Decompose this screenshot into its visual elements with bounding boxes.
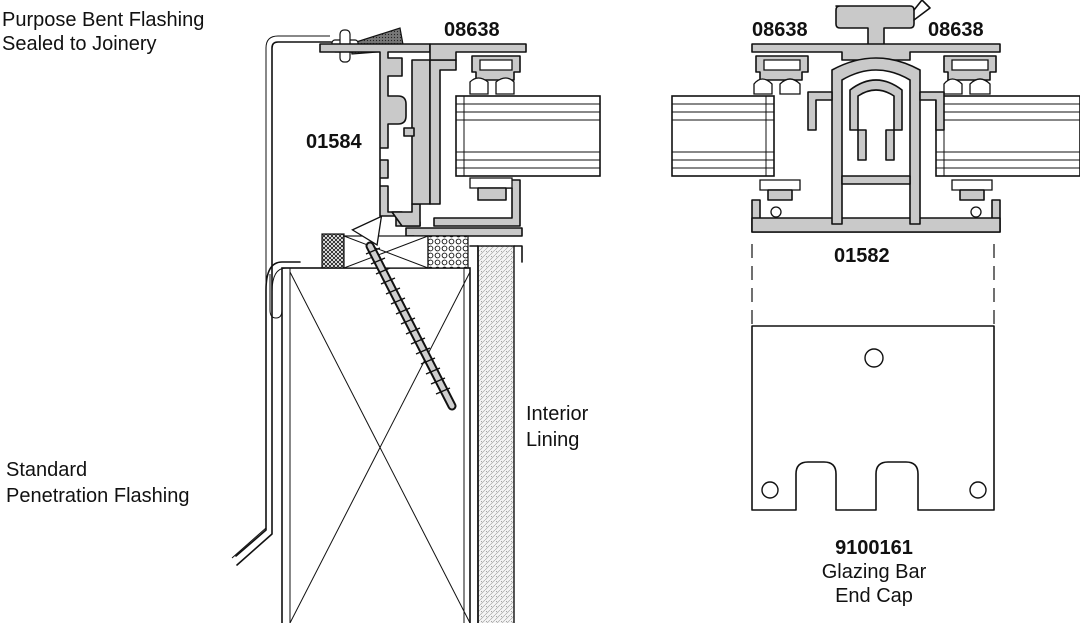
glazing-bar-01582 [751,57,1001,233]
glazing-panel-right-b [935,95,1080,177]
top-cap [835,0,931,49]
code-08638-left: 08638 [444,19,500,41]
timber-frame [281,267,471,623]
label-end-cap-1: Glazing Bar [822,561,927,583]
upper-rail [751,43,1001,61]
label-interior-2: Lining [526,429,579,451]
glazing-panel-right-a [671,95,775,177]
snap-cap-08638-left [469,55,521,95]
label-interior-1: Interior [526,403,589,425]
interior-lining [469,245,523,623]
code-01584: 01584 [306,131,362,153]
label-standard-flashing-2: Penetration Flashing [6,485,189,507]
end-cap-plate [751,325,995,511]
code-08638-center-left: 08638 [752,19,808,41]
bottom-gasket-left [469,177,513,201]
label-purpose-flashing-1: Purpose Bent Flashing [2,9,204,31]
snap-cap-08638-center-right [943,55,997,95]
label-end-cap-2: End Cap [835,585,913,607]
left-section-detail [231,27,601,623]
labels: Purpose Bent Flashing Sealed to Joinery … [2,9,984,607]
label-standard-flashing-1: Standard [6,459,87,481]
code-01582: 01582 [834,245,890,267]
snap-cap-08638-center-left [753,55,809,95]
end-cap-hole-center [864,348,884,368]
right-section-detail [671,0,1080,326]
code-9100161: 9100161 [835,537,913,559]
packer-crosshatch [321,233,345,269]
end-cap-hole-left [761,481,779,499]
packer-foam [427,235,469,269]
glazing-panel-left-detail [455,95,601,177]
end-cap-hole-right [969,481,987,499]
label-purpose-flashing-2: Sealed to Joinery [2,33,157,55]
screw-icon [351,215,457,411]
code-08638-center-right: 08638 [928,19,984,41]
